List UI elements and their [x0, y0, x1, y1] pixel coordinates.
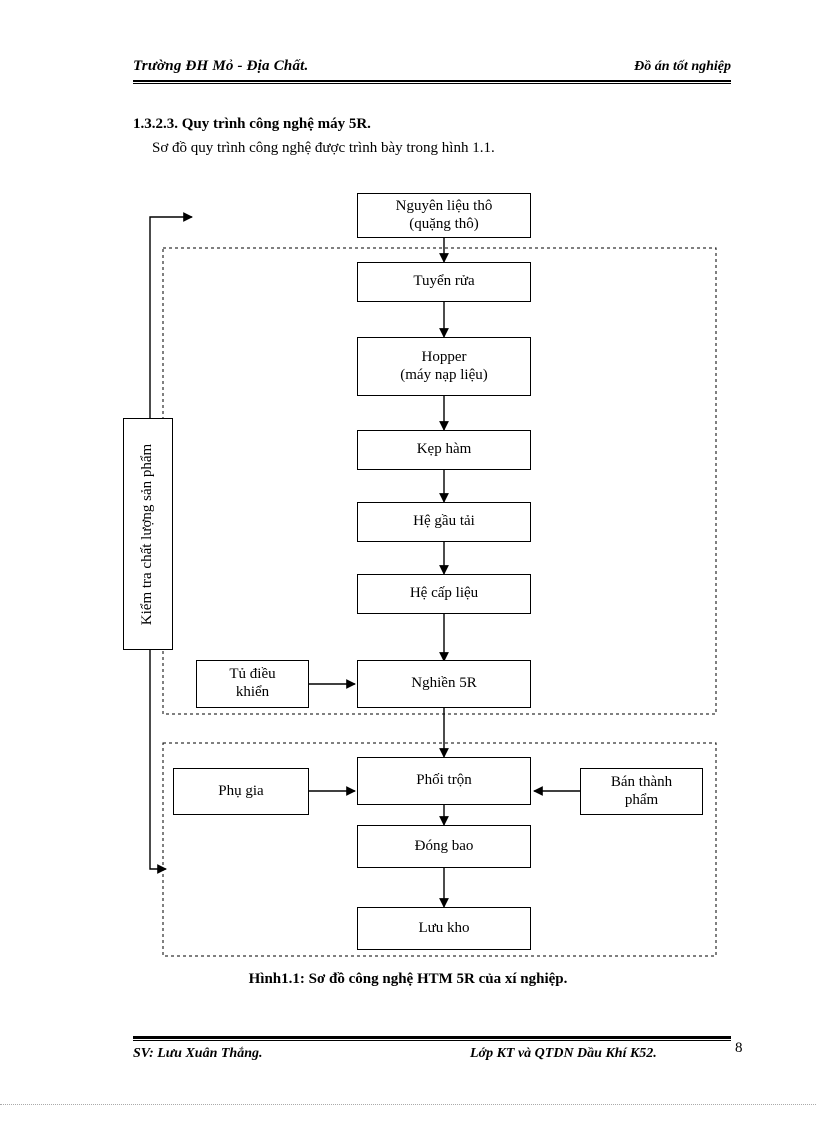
node-raw-material-line2: (quặng thô): [409, 215, 479, 232]
node-feeder-label: Hệ cấp liệu: [409, 585, 479, 602]
node-mixing-label: Phối trộn: [416, 772, 472, 789]
node-control-cabinet-line2: khiển: [235, 684, 270, 700]
node-jaw-crusher-label: Kẹp hàm: [416, 441, 472, 458]
node-bucket-elevator[interactable]: Hệ gầu tải: [357, 502, 531, 542]
footer-right-text: Lớp KT và QTDN Dầu Khí K52.: [470, 1046, 657, 1061]
node-raw-material-line1: Nguyên liệu thô: [395, 197, 493, 214]
node-semi-finished-product[interactable]: Bán thành phẩm: [580, 768, 703, 815]
node-feeder[interactable]: Hệ cấp liệu: [357, 574, 531, 614]
running-header: Trường ĐH Mỏ - Địa Chất. Đồ án tốt nghiệ…: [133, 58, 731, 84]
node-washing[interactable]: Tuyển rửa: [357, 262, 531, 302]
section-paragraph: Sơ đồ quy trình công nghệ được trình bày…: [152, 140, 495, 156]
header-divider-rule: [133, 80, 731, 84]
figure-caption: Hình1.1: Sơ đồ công nghệ HTM 5R của xí n…: [248, 971, 568, 987]
node-washing-label: Tuyển rửa: [413, 273, 475, 290]
node-control-cabinet[interactable]: Tủ điều khiển: [196, 660, 309, 708]
node-mixing[interactable]: Phối trộn: [357, 757, 531, 805]
page-number: 8: [735, 1040, 743, 1056]
node-quality-control[interactable]: Kiểm tra chất lượng sản phẩm: [123, 418, 173, 650]
bottom-dotted-rule: [0, 1104, 816, 1105]
footer-divider-rule: [133, 1036, 731, 1041]
node-bucket-elevator-label: Hệ gầu tải: [413, 513, 475, 530]
dotted-group-upper: [162, 247, 717, 715]
node-warehouse-label: Lưu kho: [418, 919, 470, 936]
node-semi-finished-line1: Bán thành: [610, 773, 673, 790]
node-additive-label: Phụ gia: [218, 782, 264, 799]
node-mill-5r-label: Nghiền 5R: [411, 675, 477, 692]
node-bagging-label: Đóng bao: [414, 837, 474, 854]
node-semi-finished-line2: phẩm: [624, 791, 659, 808]
node-additive[interactable]: Phụ gia: [173, 768, 309, 815]
node-jaw-crusher[interactable]: Kẹp hàm: [357, 430, 531, 470]
header-left-text: Trường ĐH Mỏ - Địa Chất.: [133, 58, 309, 74]
section-heading: 1.3.2.3. Quy trình công nghệ máy 5R.: [133, 116, 371, 132]
node-hopper-line1: Hopper: [421, 348, 467, 365]
node-hopper-line2: (máy nạp liệu): [400, 366, 488, 383]
node-quality-control-label: Kiểm tra chất lượng sản phẩm: [139, 443, 156, 625]
feedback-line-bottom: [149, 650, 167, 874]
node-raw-material[interactable]: Nguyên liệu thô (quặng thô): [357, 193, 531, 238]
footer-left-text: SV: Lưu Xuân Thắng.: [133, 1046, 263, 1061]
node-control-cabinet-line1: Tủ điều: [229, 666, 276, 683]
header-right-text: Đồ án tốt nghiệp: [634, 59, 731, 74]
node-warehouse[interactable]: Lưu kho: [357, 907, 531, 950]
node-mill-5r[interactable]: Nghiền 5R: [357, 660, 531, 708]
node-bagging[interactable]: Đóng bao: [357, 825, 531, 868]
node-hopper[interactable]: Hopper (máy nạp liệu): [357, 337, 531, 396]
